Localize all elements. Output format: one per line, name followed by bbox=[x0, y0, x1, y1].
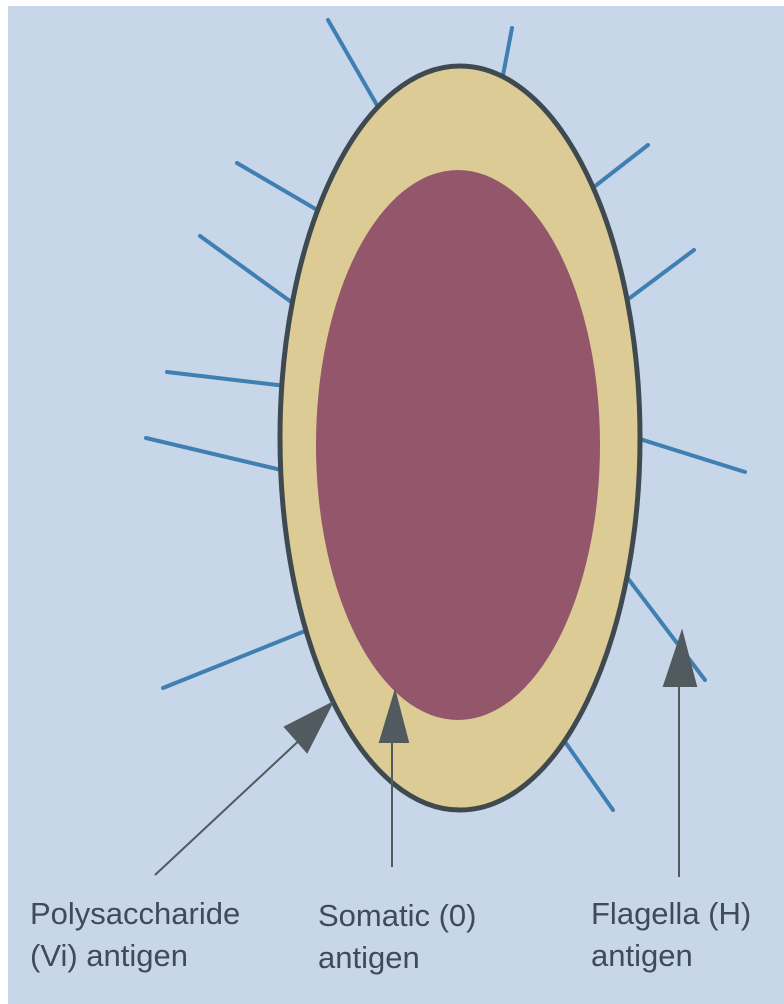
somatic-antigen-label: Somatic (0) antigen bbox=[318, 895, 476, 979]
arrow-capsule-head bbox=[285, 703, 332, 752]
capsule-label-line2: (Vi) antigen bbox=[30, 935, 240, 977]
arrow-capsule-line bbox=[155, 735, 305, 875]
flagella-label-line1: Flagella (H) bbox=[591, 893, 751, 935]
somatic-label-line2: antigen bbox=[318, 937, 476, 979]
capsule-label-line1: Polysaccharide bbox=[30, 893, 240, 935]
cell-body bbox=[316, 170, 600, 720]
somatic-label-line1: Somatic (0) bbox=[318, 895, 476, 937]
flagella-label-line2: antigen bbox=[591, 935, 751, 977]
capsule-antigen-label: Polysaccharide (Vi) antigen bbox=[30, 893, 240, 977]
flagella-antigen-label: Flagella (H) antigen bbox=[591, 893, 751, 977]
